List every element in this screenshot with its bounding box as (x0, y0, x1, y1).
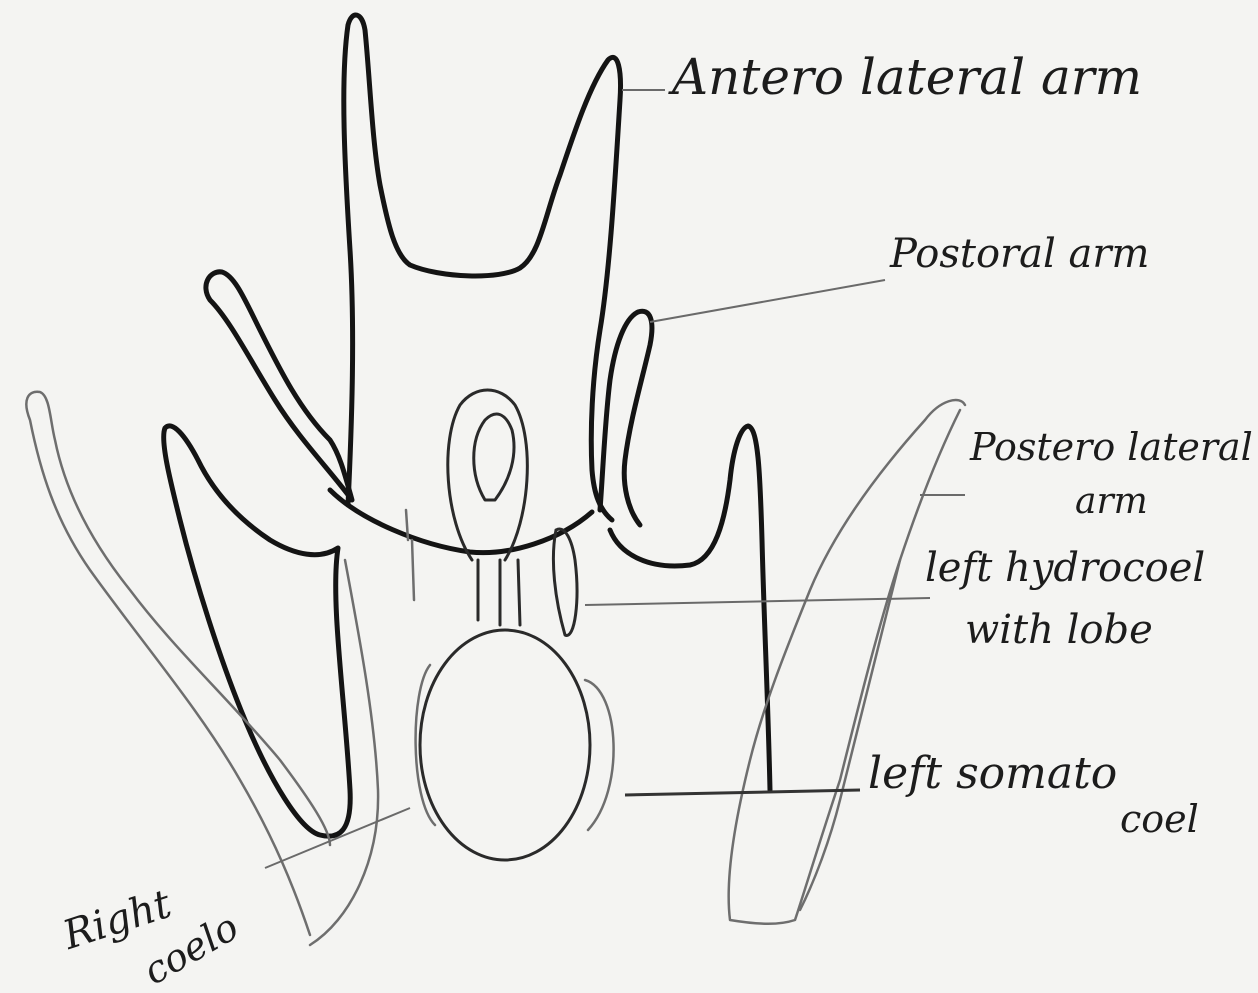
label-left-hydrocoel-line2: with lobe (965, 610, 1153, 650)
label-postoral-arm: Postoral arm (890, 234, 1149, 274)
leader-postoral (650, 280, 885, 322)
small-tick-left (406, 510, 414, 600)
left-hydrocoel-pore (553, 529, 577, 635)
left-somatocoel (420, 630, 590, 860)
label-left-somatocoel-line1: left somato (868, 752, 1117, 796)
label-left-somatocoel-line2: coel (1120, 800, 1199, 838)
postoral-arm-right (600, 311, 652, 525)
larval-body-outline (344, 15, 621, 520)
label-left-hydrocoel-line1: left hydrocoel (925, 548, 1205, 588)
hydrocoel-lobe (448, 390, 528, 560)
hydrocoel-inner-loop (474, 414, 514, 500)
hydrocoel-stalk (478, 560, 520, 625)
label-posterolateral-arm-line1: Postero lateral (970, 428, 1253, 466)
posterolateral-arm-left-outer (26, 392, 330, 935)
posterolateral-arm-right-inner (610, 426, 770, 790)
label-anterolateral-arm: Antero lateral arm (672, 52, 1142, 102)
label-posterolateral-arm-line2: arm (1075, 484, 1148, 520)
leader-hydrocoel (585, 598, 930, 605)
leader-right-coel (265, 808, 410, 868)
posterolateral-arm-left-inner (164, 426, 351, 836)
arm-left-outer-stripe (310, 560, 378, 945)
postoral-arm-left (206, 272, 352, 500)
